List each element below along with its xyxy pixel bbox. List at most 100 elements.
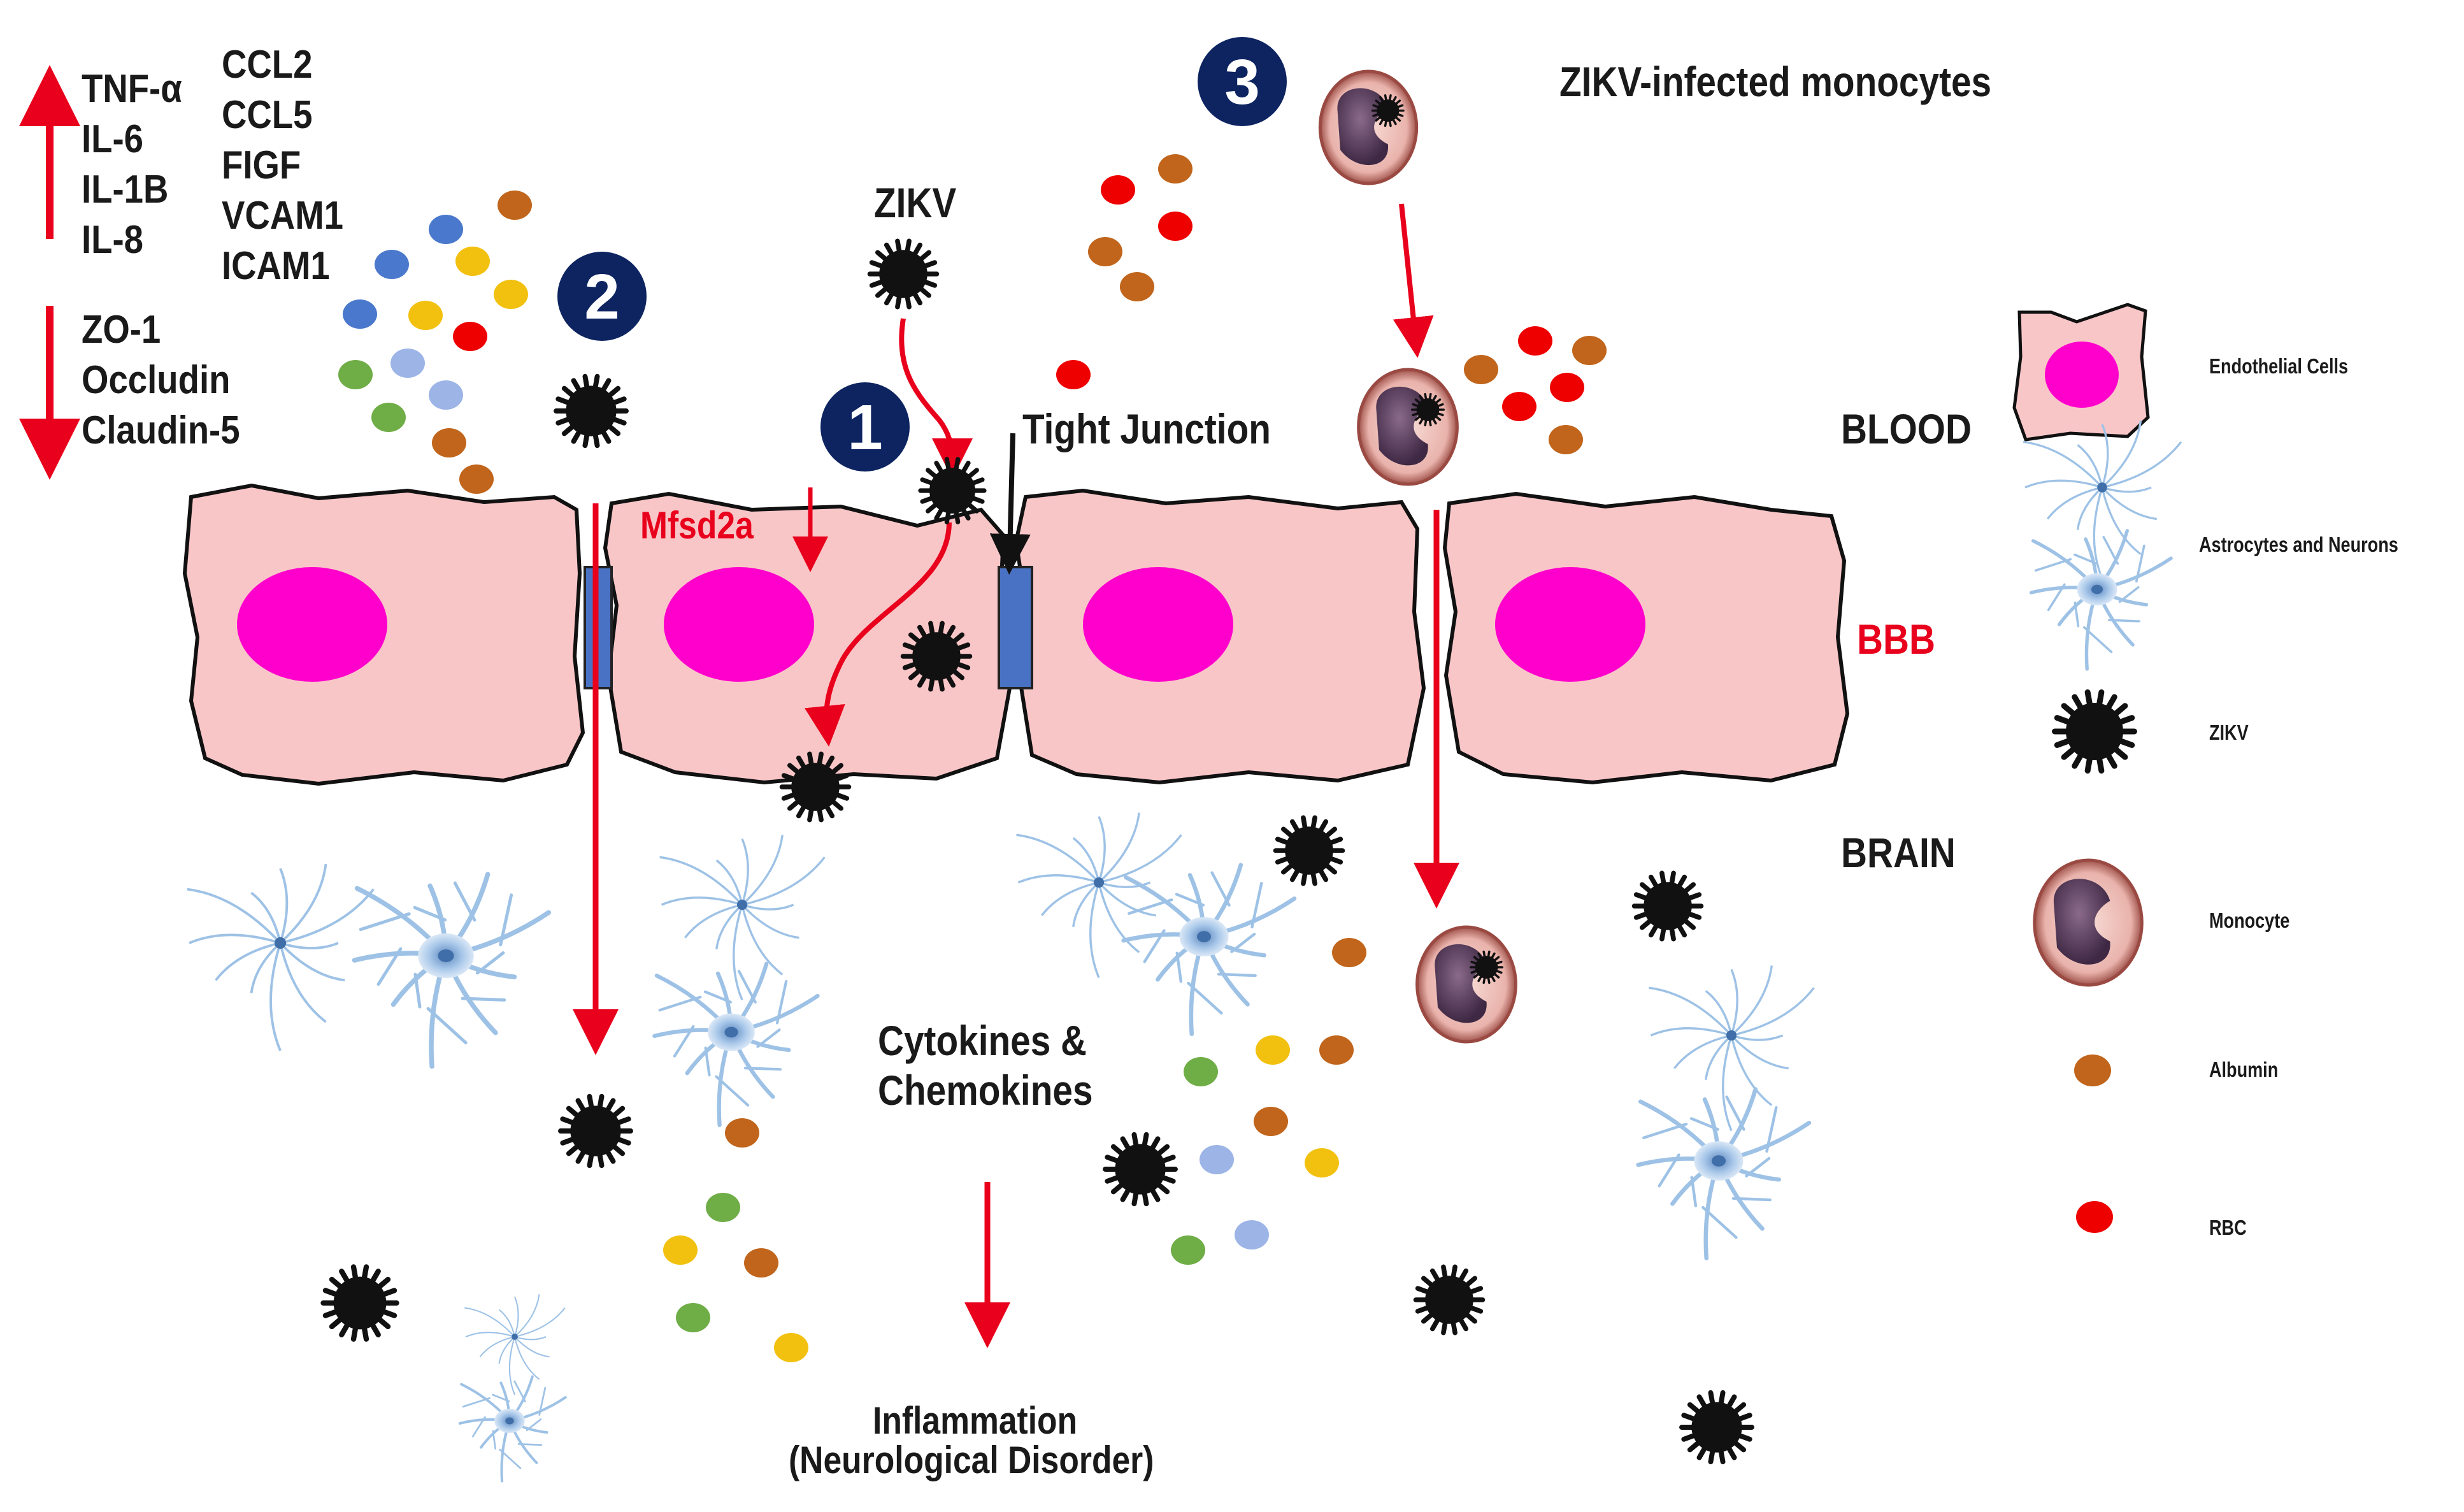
astrocyte-2: [652, 961, 820, 1127]
molecule-dot-13: [432, 428, 466, 457]
molecule-dot-10: [390, 349, 425, 378]
step-3-number: 3: [1224, 47, 1260, 118]
marker-up-3: IL-1B: [82, 168, 169, 212]
legend-albumin-icon: [2074, 1055, 2111, 1086]
molecule-dot-2: [429, 215, 463, 244]
monocyte-blood-1-virus: [1371, 94, 1405, 127]
molecule-dot-4: [375, 250, 409, 279]
molecule-dot-18: [1088, 237, 1122, 266]
zikv-label: ZIKV: [874, 179, 957, 226]
neuron-4: [1649, 965, 1815, 1132]
molecule-dot-3: [455, 247, 490, 276]
legend-label-endothelial: Endothelial Cells: [2209, 354, 2349, 378]
upregulated-cytokines-list: TNF-α IL-6 IL-1B IL-8: [82, 64, 196, 265]
astrocytes-neurons: [187, 812, 1815, 1483]
molecule-dot-23: [1464, 355, 1498, 384]
legend-label-albumin: Albumin: [2209, 1058, 2279, 1081]
zikv-particle-7: [1631, 870, 1704, 942]
marker-chemo-2: CCL5: [222, 93, 313, 137]
marker-down-3: Claudin-5: [82, 408, 240, 452]
marker-down-2: Occludin: [82, 358, 231, 402]
nucleus-1: [237, 567, 387, 682]
monocyte-brain: [1415, 925, 1517, 1044]
marker-up-1: TNF-α: [82, 67, 182, 111]
legend-astrocyte-icon: [2029, 529, 2173, 671]
nucleus-4: [1495, 567, 1645, 682]
molecule-dot-6: [343, 299, 377, 329]
legend-zikv-icon: [2052, 689, 2137, 774]
inflammation-label-line1: Inflammation: [873, 1399, 1078, 1442]
step-2-number: 2: [584, 261, 620, 333]
monocyte-blood-2-virus: [1410, 392, 1445, 427]
molecule-dot-41: [774, 1333, 808, 1362]
molecule-dot-26: [1549, 425, 1583, 454]
marker-down-1: ZO-1: [82, 308, 161, 352]
marker-up-2: IL-6: [82, 117, 144, 161]
zikv-particle-2: [554, 373, 629, 449]
inflammation-label-line2: (Neurological Disorder): [789, 1439, 1154, 1481]
zikv-particle-4: [900, 621, 973, 692]
tight-junction-right: [998, 566, 1033, 689]
zikv-entry-arrow: [899, 318, 973, 479]
molecule-dot-28: [1256, 1035, 1290, 1065]
zikv-particle-3: [918, 457, 987, 524]
step-1-number: 1: [847, 392, 883, 463]
legend-label-rbc: RBC: [2209, 1216, 2247, 1239]
zikv-particle-11: [1413, 1264, 1486, 1336]
molecule-dot-1: [498, 191, 532, 220]
astrocyte-5: [458, 1375, 567, 1483]
molecule-dot-12: [371, 403, 406, 432]
blood-label: BLOOD: [1841, 405, 1972, 452]
molecule-dot-5: [494, 280, 528, 309]
zikv-particle-9: [1103, 1132, 1178, 1207]
step-3-marker: 3: [1198, 37, 1287, 126]
molecule-dot-30: [1184, 1057, 1218, 1086]
marker-chemo-5: ICAM1: [222, 244, 330, 288]
neuron-5: [464, 1294, 566, 1395]
zikv-particles: [320, 238, 1754, 1465]
step-1-marker: 1: [820, 382, 910, 472]
tight-junction-pointer-arrow: [989, 433, 1031, 575]
zikv-infected-monocytes-label: ZIKV-infected monocytes: [1559, 58, 1992, 105]
molecule-dot-24: [1550, 373, 1584, 402]
tight-junction-label: Tight Junction: [1022, 405, 1271, 452]
astrocyte-4: [1636, 1087, 1812, 1261]
marker-chemo-3: FIGF: [222, 143, 301, 187]
astrocyte-1: [352, 872, 552, 1069]
molecule-dot-38: [663, 1235, 698, 1265]
downregulated-junction-list: ZO-1 Occludin Claudin-5: [82, 305, 261, 456]
molecule-dot-36: [725, 1118, 759, 1148]
neuron-2: [659, 835, 826, 1001]
molecule-dot-34: [1235, 1220, 1269, 1249]
legend-monocyte-icon: [2033, 858, 2144, 987]
molecule-dot-40: [676, 1303, 710, 1332]
molecule-dot-21: [1518, 326, 1552, 356]
neuron-3: [1016, 812, 1182, 979]
molecule-dot-19: [1120, 272, 1154, 301]
molecule-dot-7: [408, 301, 443, 330]
bbb-label: BBB: [1857, 616, 1935, 663]
mfsd2a-label: Mfsd2a: [640, 504, 754, 547]
marker-up-4: IL-8: [82, 218, 144, 262]
zikv-particle-1: [867, 238, 940, 310]
monocyte-migration-arrow: [1393, 203, 1434, 358]
molecule-dot-31: [1254, 1107, 1288, 1136]
legend-neuron-icon: [2023, 420, 2182, 579]
legend-rbc-icon: [2076, 1201, 2113, 1233]
zikv-particle-5: [779, 751, 852, 823]
molecule-dot-32: [1200, 1145, 1234, 1174]
molecule-dot-8: [453, 322, 487, 351]
chemokine-adhesion-list: CCL2 CCL5 FIGF VCAM1 ICAM1: [222, 40, 360, 291]
molecule-dot-35: [1171, 1235, 1205, 1265]
cytokines-label-line2: Chemokines: [878, 1067, 1093, 1114]
monocytes: [1318, 69, 1517, 1044]
molecule-dots: [338, 154, 1607, 1362]
step-2-marker: 2: [557, 252, 647, 341]
zikv-particle-12: [1679, 1390, 1754, 1465]
molecule-dot-25: [1502, 392, 1536, 421]
marker-chemo-4: VCAM1: [222, 194, 343, 238]
molecule-dot-9: [338, 360, 373, 389]
molecule-dot-17: [1158, 212, 1193, 241]
nucleus-2: [664, 567, 814, 682]
